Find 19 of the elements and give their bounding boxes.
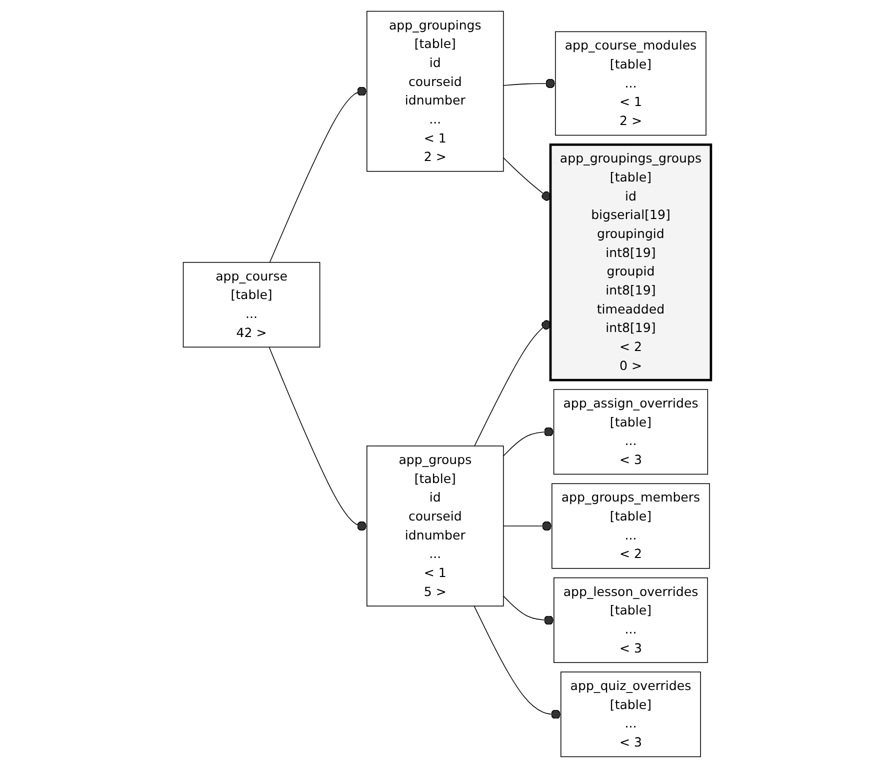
connector [474,320,552,446]
node-box [554,389,708,475]
node-box [555,31,707,136]
connector [503,157,552,201]
connector [503,596,555,625]
connector [503,427,555,456]
node-box [550,144,712,382]
connector [474,606,562,720]
node-box [560,672,702,758]
connector [503,78,556,88]
node-box [554,577,708,663]
node-box [183,262,321,348]
connector [269,346,368,531]
node-box [366,10,504,172]
er-diagram: app_course [table] ... 42 > app_groupings [table] id courseid idnumber ... < 1 2 > app_groups [table] id courseid idnumber ... < 1 5 > app_course_modules [table] ... < 1 2 > app_groupings_groups [table] id bigserial[19] groupingid int8[19] groupid int8[19] timeadded int8[19] < 2 0 > app_assign_overrides [table] ... < 3 app_groups_members [table] ... < 2 app_lesson_overrides [table] ... < 3 app_quiz_overrides [table] ... < 3 [177,5,718,763]
node-box [366,446,504,606]
connector [270,86,368,263]
node-box [552,483,710,569]
connector [503,521,553,531]
